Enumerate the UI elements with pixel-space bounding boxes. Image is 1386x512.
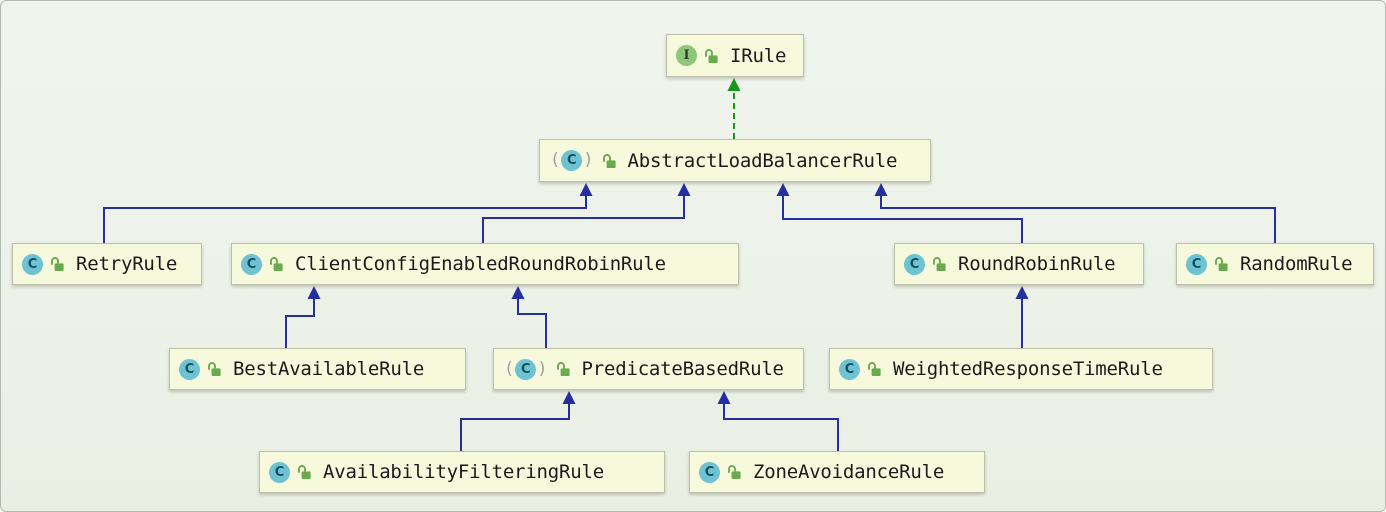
- public-unlocked-padlock-icon: [705, 48, 718, 63]
- arrowhead-best_available_rule-to-client_config_enabled_round_robin_rule: [307, 286, 321, 299]
- class-name-label: RoundRobinRule: [958, 253, 1116, 275]
- class-node-predicate_based_rule[interactable]: (C) PredicateBasedRule: [493, 348, 804, 390]
- arrowhead-retry_rule-to-abstract_load_balancer_rule: [579, 183, 593, 196]
- arrowhead-client_config_enabled_round_robin_rule-to-abstract_load_balancer_rule: [677, 183, 691, 196]
- class-node-zone_avoidance_rule[interactable]: C ZoneAvoidanceRule: [689, 451, 985, 493]
- arrowhead-round_robin_rule-to-abstract_load_balancer_rule: [776, 183, 790, 196]
- public-unlocked-padlock-icon: [298, 465, 311, 479]
- public-unlocked-padlock-icon: [51, 257, 64, 271]
- edge-random_rule-extends-abstract_load_balancer_rule: [880, 193, 1276, 243]
- class-node-availability_filtering_rule[interactable]: C AvailabilityFilteringRule: [259, 451, 665, 493]
- class-name-label: ClientConfigEnabledRoundRobinRule: [295, 253, 666, 275]
- abstract-paren-decoration: (: [504, 358, 515, 379]
- class-icon: C: [1186, 253, 1207, 275]
- edge-predicate_based_rule-extends-client_config_enabled_round_robin_rule: [517, 296, 547, 348]
- edge-availability_filtering_rule-extends-predicate_based_rule: [460, 401, 570, 451]
- class-node-retry_rule[interactable]: C RetryRule: [12, 243, 202, 285]
- public-unlocked-padlock-icon: [868, 362, 881, 376]
- class-icon: C: [839, 358, 860, 380]
- class-node-irule[interactable]: I IRule: [666, 34, 804, 77]
- arrowhead-zone_avoidance_rule-to-predicate_based_rule: [717, 391, 731, 404]
- public-unlocked-padlock-icon: [208, 362, 221, 376]
- class-name-label: PredicateBasedRule: [581, 358, 785, 380]
- public-unlocked-padlock-icon: [1215, 257, 1228, 271]
- class-name-label: AvailabilityFilteringRule: [323, 461, 604, 483]
- arrowhead-random_rule-to-abstract_load_balancer_rule: [874, 183, 888, 196]
- arrowhead-predicate_based_rule-to-client_config_enabled_round_robin_rule: [511, 286, 525, 299]
- class-node-abstract_load_balancer_rule[interactable]: (C) AbstractLoadBalancerRule: [539, 139, 931, 182]
- abstract-paren-decoration: (: [550, 150, 561, 170]
- class-node-weighted_response_time_rule[interactable]: C WeightedResponseTimeRule: [829, 348, 1213, 390]
- abstract-class-icon: C: [561, 150, 583, 171]
- arrowhead-availability_filtering_rule-to-predicate_based_rule: [562, 391, 576, 404]
- class-name-label: AbstractLoadBalancerRule: [627, 149, 898, 172]
- edge-round_robin_rule-extends-abstract_load_balancer_rule: [782, 193, 1023, 243]
- class-icon: C: [699, 461, 720, 483]
- public-unlocked-padlock-icon: [602, 153, 616, 168]
- interface-icon: I: [676, 45, 697, 66]
- class-icon: C: [22, 253, 43, 275]
- class-name-label: RetryRule: [76, 253, 178, 275]
- class-icon: C: [269, 461, 290, 483]
- class-name-label: ZoneAvoidanceRule: [753, 461, 945, 483]
- class-node-round_robin_rule[interactable]: C RoundRobinRule: [894, 243, 1144, 285]
- public-unlocked-padlock-icon: [556, 362, 570, 376]
- abstract-class-icon: C: [515, 358, 537, 380]
- class-name-label: RandomRule: [1240, 253, 1353, 275]
- class-icon: C: [179, 358, 200, 380]
- public-unlocked-padlock-icon: [728, 465, 741, 479]
- class-name-label: BestAvailableRule: [233, 358, 425, 380]
- edge-best_available_rule-extends-client_config_enabled_round_robin_rule: [285, 296, 315, 348]
- edge-retry_rule-extends-abstract_load_balancer_rule: [103, 193, 587, 243]
- arrowhead-weighted_response_time_rule-to-round_robin_rule: [1015, 286, 1029, 299]
- class-node-best_available_rule[interactable]: C BestAvailableRule: [169, 348, 466, 390]
- class-node-random_rule[interactable]: C RandomRule: [1176, 243, 1374, 285]
- arrowhead-abstract_load_balancer_rule-to-irule: [727, 78, 741, 91]
- class-name-label: IRule: [730, 44, 787, 67]
- class-icon: C: [904, 253, 925, 275]
- abstract-paren-decoration: ): [537, 358, 548, 379]
- edge-zone_avoidance_rule-extends-predicate_based_rule: [723, 401, 839, 451]
- public-unlocked-padlock-icon: [933, 257, 946, 271]
- abstract-paren-decoration: ): [583, 150, 594, 170]
- class-node-client_config_enabled_round_robin_rule[interactable]: C ClientConfigEnabledRoundRobinRule: [231, 243, 739, 285]
- public-unlocked-padlock-icon: [270, 257, 283, 271]
- class-name-label: WeightedResponseTimeRule: [893, 358, 1163, 380]
- class-icon: C: [241, 253, 262, 275]
- edge-client_config_enabled_round_robin_rule-extends-abstract_load_balancer_rule: [482, 193, 685, 243]
